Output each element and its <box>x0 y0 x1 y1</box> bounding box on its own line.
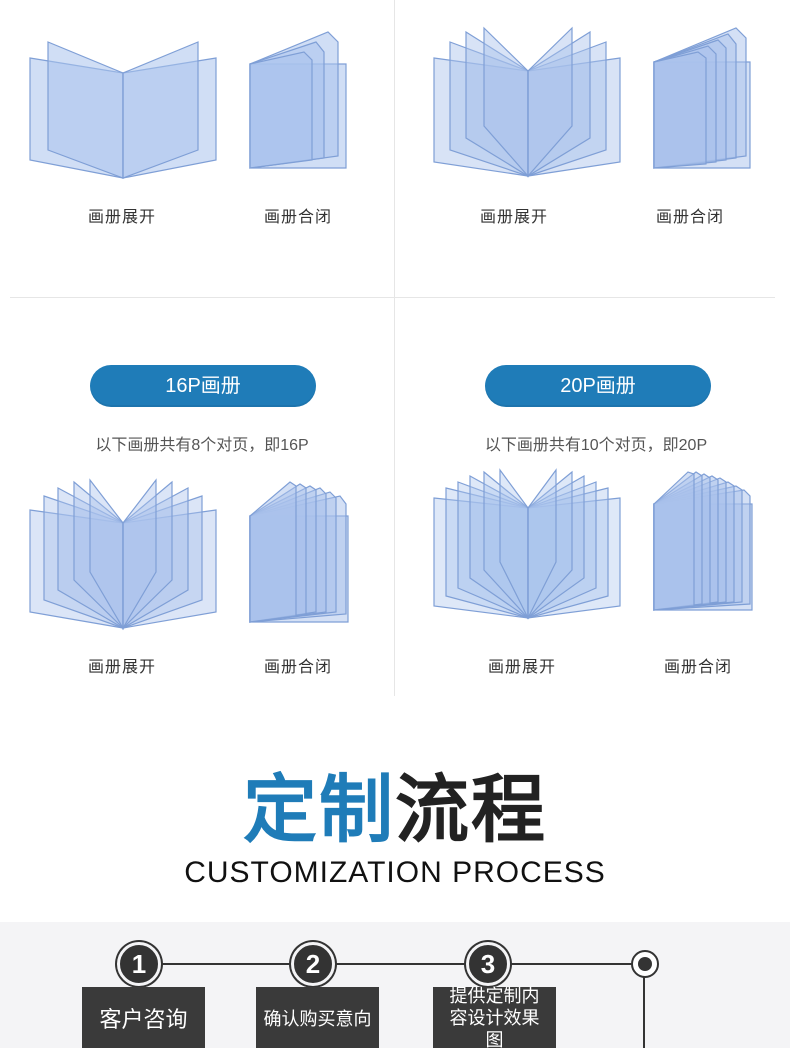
caption-closed: 画册合闭 <box>655 209 724 226</box>
step-label: 客户咨询 <box>99 1006 188 1032</box>
album-open-illustration <box>432 468 622 628</box>
process-end-marker <box>631 950 659 978</box>
section-title-main: 流程 <box>395 768 547 851</box>
caption-open: 画册展开 <box>487 659 556 676</box>
caption-closed: 画册合闭 <box>263 659 332 676</box>
process-track-line <box>138 963 646 965</box>
step-box-1: 客户咨询 <box>82 987 205 1048</box>
album-open-illustration <box>432 26 622 186</box>
section-subtitle-en: CUSTOMIZATION PROCESS <box>184 856 606 889</box>
grid-divider-horizontal <box>10 297 775 298</box>
step-box-2: 确认购买意向 <box>256 987 379 1048</box>
step-label: 确认购买意向 <box>263 1008 372 1029</box>
album-pages-description: 以下画册共有10个对页，即20P <box>484 437 708 454</box>
step-number-badge-2: 2 <box>291 942 335 986</box>
process-track-down-line <box>643 963 645 1048</box>
album-open-illustration <box>28 478 218 638</box>
album-pages-description: 以下画册共有8个对页，即16P <box>95 437 309 454</box>
step-number-badge-3: 3 <box>466 942 510 986</box>
caption-closed: 画册合闭 <box>663 659 732 676</box>
album-open-illustration <box>28 38 218 188</box>
caption-closed: 画册合闭 <box>263 209 332 226</box>
caption-open: 画册展开 <box>479 209 548 226</box>
caption-open: 画册展开 <box>87 659 156 676</box>
album-type-badge-16p: 16P画册 <box>90 365 316 407</box>
album-closed-illustration <box>650 24 760 179</box>
step-number-badge-1: 1 <box>117 942 161 986</box>
section-title: 定制流程 <box>0 768 790 852</box>
step-box-3: 提供定制内容设计效果图 <box>433 985 556 1050</box>
album-closed-illustration <box>650 468 760 623</box>
step-label: 提供定制内容设计效果图 <box>449 985 540 1050</box>
album-closed-illustration <box>246 478 356 633</box>
section-title-accent: 定制 <box>243 768 395 851</box>
caption-open: 画册展开 <box>87 209 156 226</box>
grid-divider-vertical-top <box>394 0 395 298</box>
album-closed-illustration <box>246 28 356 178</box>
grid-divider-vertical-bottom <box>394 298 395 696</box>
album-type-badge-20p: 20P画册 <box>485 365 711 407</box>
